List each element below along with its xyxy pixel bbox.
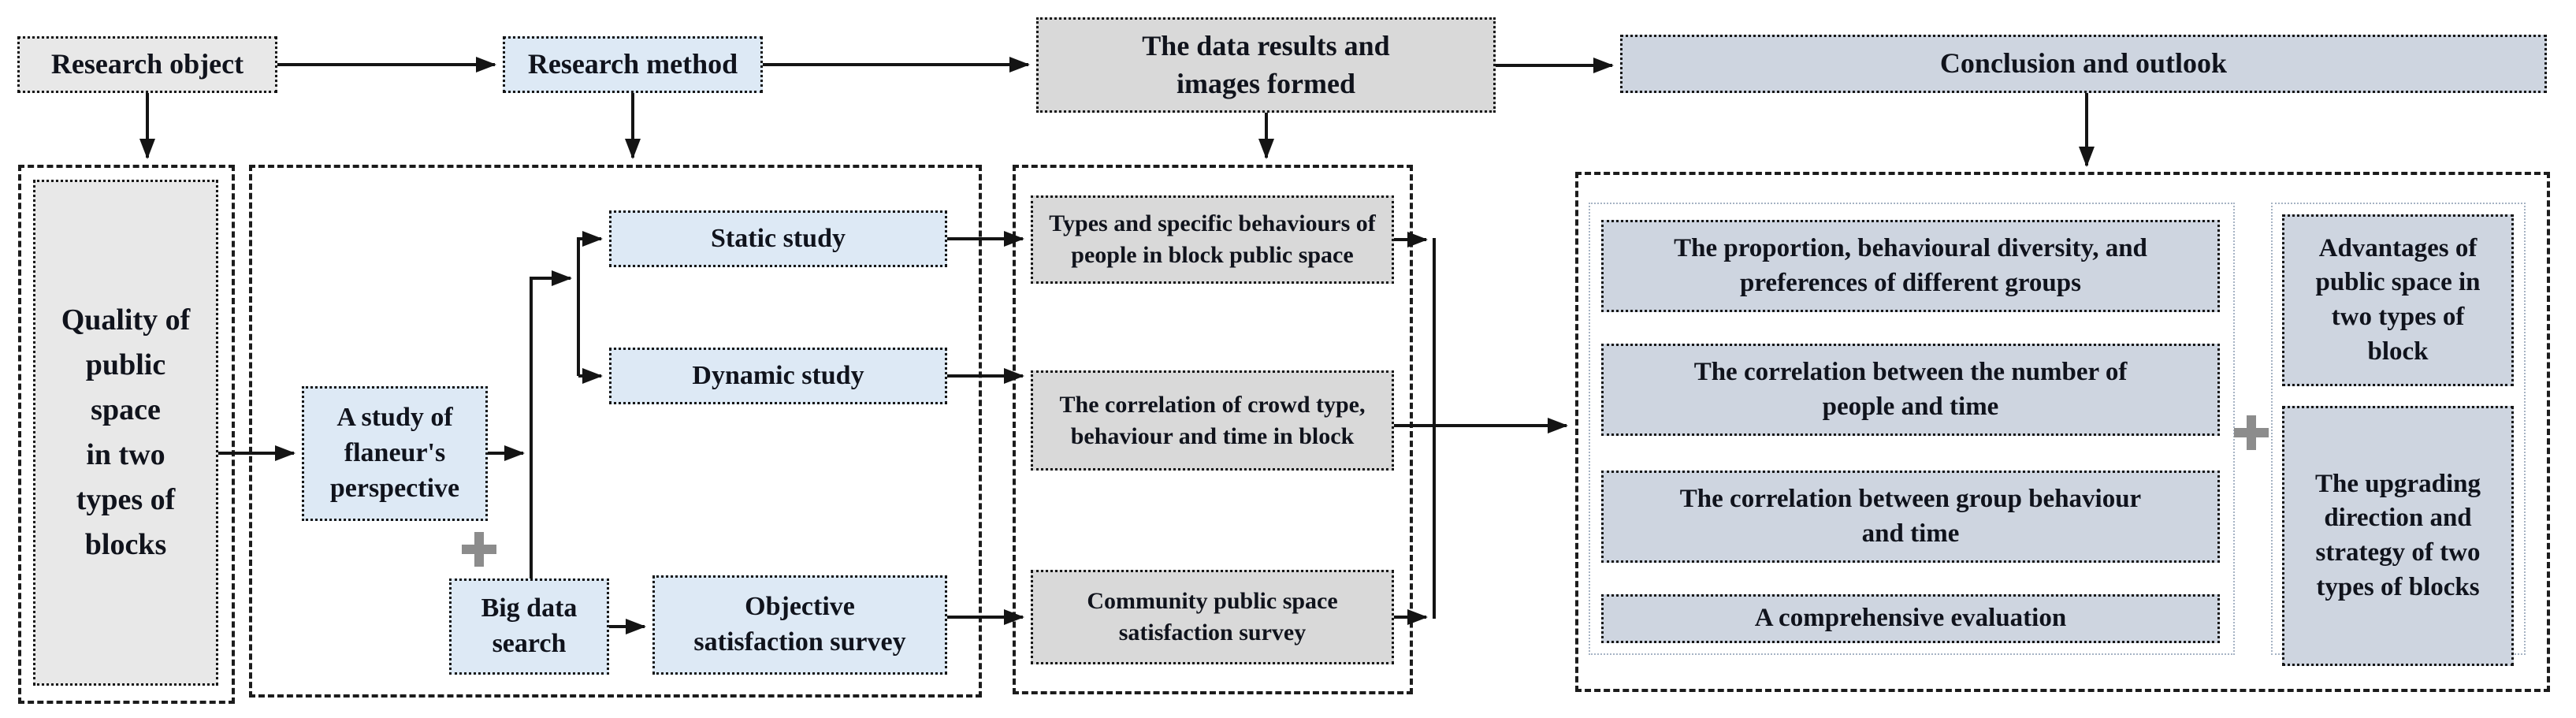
flow-box-static-study: Static study	[609, 210, 947, 267]
flow-box-data-results: The data results and images formed	[1036, 17, 1496, 113]
flow-box-behaviour-time-correlation: The correlation between group behaviour …	[1601, 471, 2220, 563]
flow-box-dynamic-study: Dynamic study	[609, 348, 947, 404]
flow-box-crowd-correlation: The correlation of crowd type, behaviour…	[1031, 370, 1394, 471]
plus-icon	[2234, 415, 2269, 450]
flow-box-research-object: Research object	[17, 36, 277, 93]
flow-box-advantages-public-space: Advantages of public space in two types …	[2282, 214, 2514, 386]
flow-box-research-method: Research method	[503, 36, 763, 93]
flow-box-objective-satisfaction-survey: Objective satisfaction survey	[652, 575, 947, 675]
flow-box-conclusion-outlook: Conclusion and outlook	[1620, 35, 2547, 93]
flow-box-comprehensive-evaluation: A comprehensive evaluation	[1601, 594, 2220, 643]
section-conclusion	[1575, 172, 2550, 692]
section-research-method	[249, 165, 982, 698]
flow-box-quality-public-space: Quality of public space in two types of …	[33, 180, 218, 686]
flow-box-big-data-search: Big data search	[449, 578, 609, 675]
flow-box-types-behaviours: Types and specific behaviours of people …	[1031, 195, 1394, 284]
flow-box-community-survey: Community public space satisfaction surv…	[1031, 570, 1394, 664]
plus-icon	[462, 532, 496, 567]
flow-box-proportion-diversity: The proportion, behavioural diversity, a…	[1601, 220, 2220, 312]
section-research-object	[18, 165, 235, 704]
flow-box-number-time-correlation: The correlation between the number of pe…	[1601, 344, 2220, 436]
flow-box-flaneur-perspective: A study of flaneur's perspective	[302, 386, 488, 521]
flow-box-upgrading-strategy: The upgrading direction and strategy of …	[2282, 406, 2514, 666]
section-data-results	[1013, 165, 1413, 694]
